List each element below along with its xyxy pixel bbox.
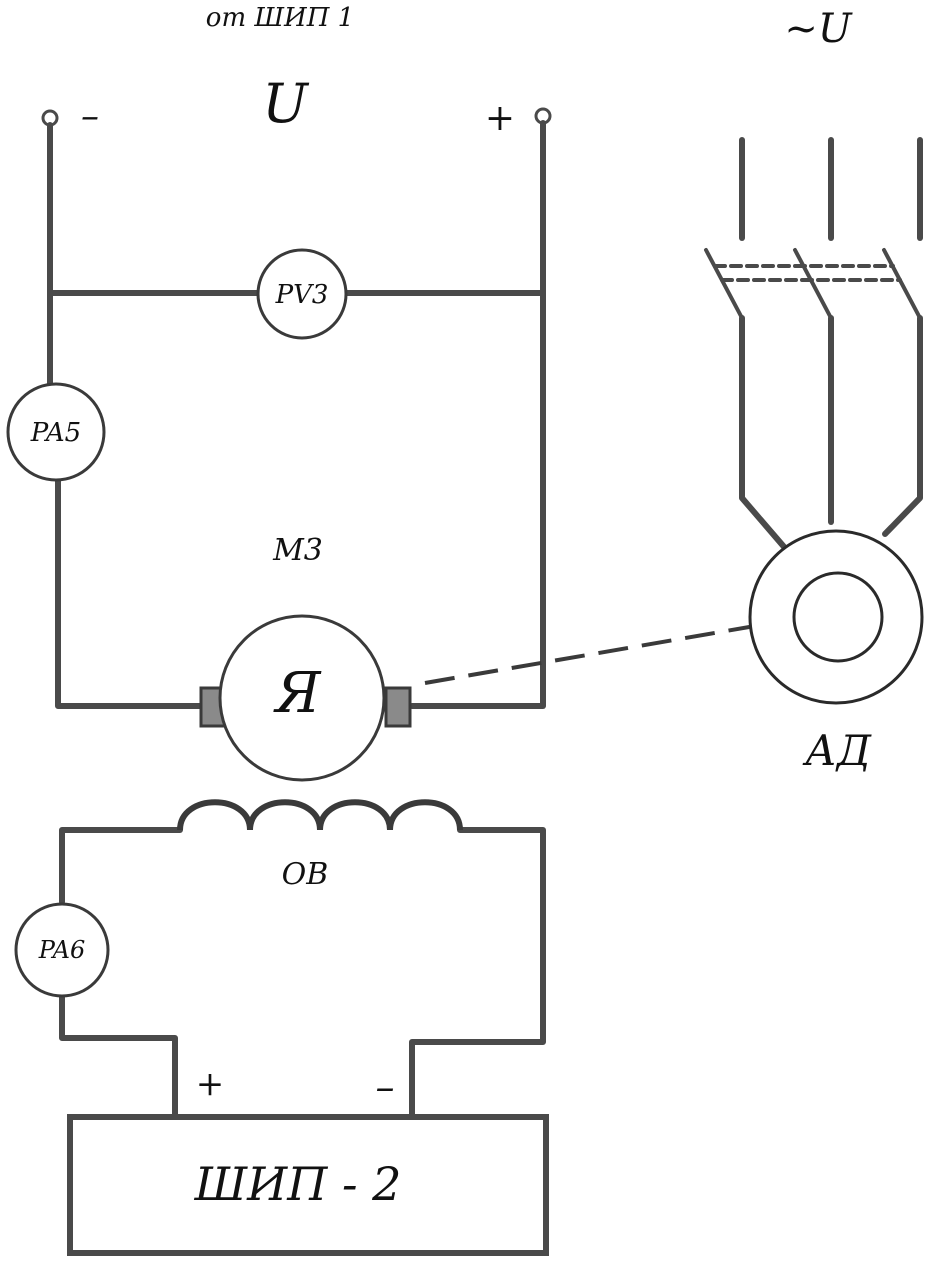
voltmeter-label: PV3 (275, 280, 329, 310)
ammeter-pa5-circle (6, 382, 106, 482)
field-winding-coil (177, 799, 463, 831)
pwm2-minus-sign: – (376, 1065, 395, 1109)
ac-supply-lines (739, 137, 923, 241)
mechanical-coupling (424, 624, 756, 685)
ammeter-pa6: PA6 (14, 902, 110, 998)
field-winding-label: ОВ (282, 857, 329, 892)
ammeter-pa5-label: PA5 (30, 418, 81, 448)
voltmeter-pv3: PV3 (256, 248, 348, 340)
source-label: от ШИП 1 (206, 3, 354, 33)
induction-motor-rotor (792, 571, 884, 663)
motor-feed-lines (739, 315, 923, 551)
ammeter-pa6-circle (14, 902, 110, 998)
induction-motor (748, 529, 924, 705)
brush-right (384, 686, 412, 728)
ammeter-pa6-label: PA6 (38, 936, 86, 964)
pwm2-label: ШИП - 2 (194, 1157, 402, 1211)
armature-circuit-wires (47, 120, 546, 709)
pwm2-box (67, 1114, 549, 1256)
induction-motor-label: АД (802, 726, 872, 775)
voltmeter-circle (256, 248, 348, 340)
armature-circle (218, 614, 386, 782)
motor-label: М3 (272, 533, 323, 568)
ammeter-pa5: PA5 (6, 382, 106, 482)
ac-voltage-label: ~U (784, 6, 853, 52)
pwm2-block: ШИП - 2 (67, 1114, 549, 1256)
dc-voltage-label: U (262, 72, 309, 135)
armature-label: Я (272, 661, 322, 726)
terminal-minus-sign: – (81, 96, 99, 137)
pwm2-plus-sign: + (196, 1064, 225, 1104)
three-pole-switch (704, 248, 922, 320)
field-circuit-wires (59, 827, 546, 1118)
armature-motor: Я (199, 614, 412, 782)
terminal-plus-sign: + (485, 98, 515, 139)
